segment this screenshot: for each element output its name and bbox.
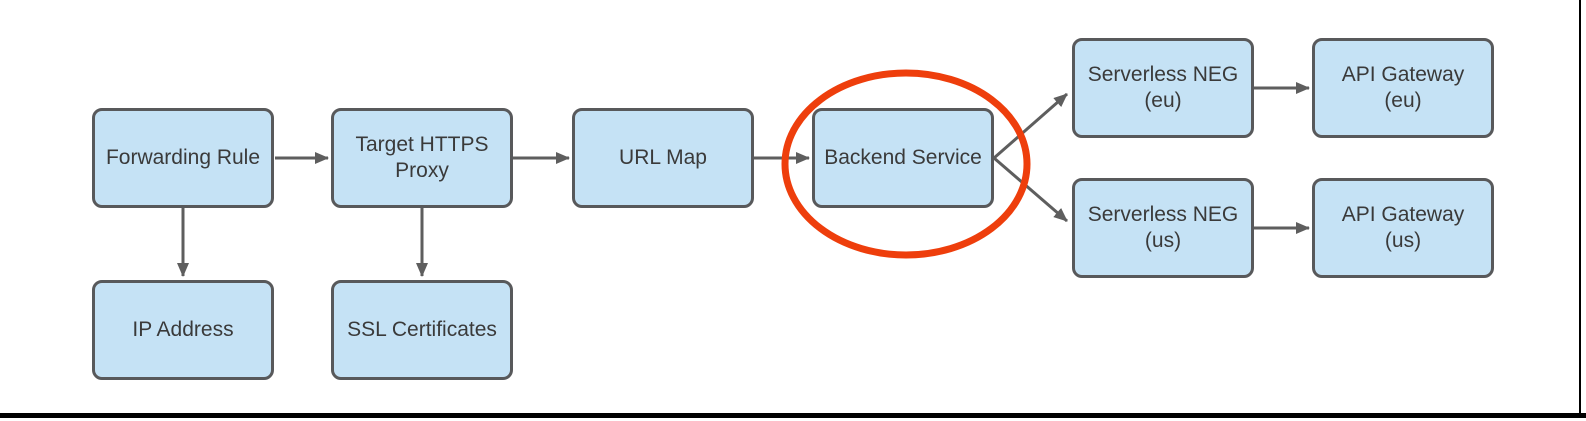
- node-backend-service: Backend Service: [812, 108, 994, 208]
- node-label: (eu): [1144, 89, 1182, 112]
- node-label: Target HTTPS: [355, 133, 489, 156]
- node-target-https-proxy: Target HTTPS Proxy: [331, 108, 513, 208]
- node-label: (us): [1384, 229, 1422, 252]
- node-label: (us): [1144, 229, 1182, 252]
- edge-backend-service-to-serverless-neg-us: [993, 156, 1068, 223]
- node-label: Serverless NEG: [1087, 63, 1239, 86]
- node-forwarding-rule: Forwarding Rule: [92, 108, 274, 208]
- node-label: API Gateway: [1341, 203, 1465, 226]
- page-bottom-border: [0, 413, 1586, 418]
- node-api-gateway-us: API Gateway (us): [1312, 178, 1494, 278]
- node-url-map: URL Map: [572, 108, 754, 208]
- node-label: Serverless NEG: [1087, 203, 1239, 226]
- edge-backend-service-to-serverless-neg-eu: [993, 92, 1068, 160]
- node-api-gateway-eu: API Gateway (eu): [1312, 38, 1494, 138]
- node-ssl-certificates: SSL Certificates: [331, 280, 513, 380]
- node-label: IP Address: [132, 318, 234, 341]
- node-serverless-neg-eu: Serverless NEG (eu): [1072, 38, 1254, 138]
- node-label: SSL Certificates: [347, 318, 497, 341]
- page-right-border: [1579, 0, 1581, 418]
- node-serverless-neg-us: Serverless NEG (us): [1072, 178, 1254, 278]
- node-label: Backend Service: [824, 146, 982, 169]
- node-ip-address: IP Address: [92, 280, 274, 380]
- node-label: API Gateway: [1341, 63, 1465, 86]
- node-label: Forwarding Rule: [105, 146, 261, 169]
- node-label: (eu): [1384, 89, 1422, 112]
- node-label: Proxy: [395, 159, 449, 182]
- node-label: URL Map: [619, 146, 707, 169]
